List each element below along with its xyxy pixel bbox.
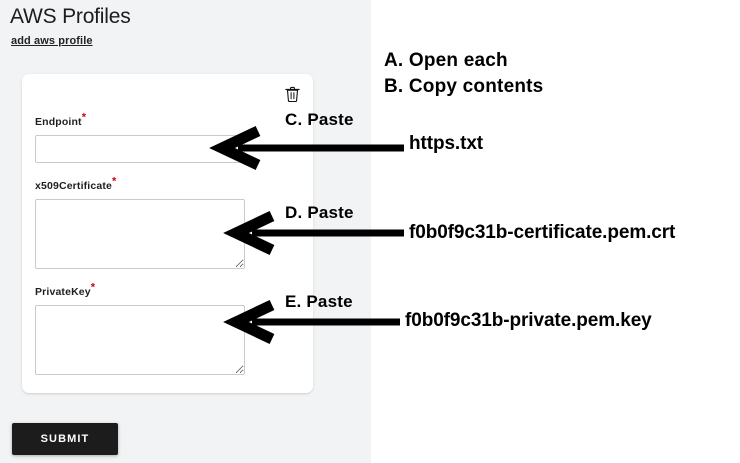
- annotation-file-privatekey: f0b0f9c31b-private.pem.key: [405, 310, 652, 331]
- add-aws-profile-link[interactable]: add aws profile: [11, 35, 93, 47]
- field-label-privatekey-text: PrivateKey: [35, 286, 91, 298]
- required-asterisk: *: [111, 175, 117, 188]
- annotation-file-https: https.txt: [409, 133, 484, 154]
- aws-profiles-panel: AWS Profiles add aws profile Endpoint*: [0, 0, 371, 463]
- field-label-x509certificate: x509Certificate*: [35, 176, 245, 193]
- field-label-x509certificate-text: x509Certificate: [35, 180, 112, 192]
- privatekey-textarea[interactable]: [35, 305, 245, 375]
- page-title: AWS Profiles: [10, 5, 131, 28]
- field-group-x509certificate: x509Certificate*: [35, 176, 245, 269]
- required-asterisk: *: [90, 281, 96, 294]
- field-label-endpoint-text: Endpoint: [35, 116, 82, 128]
- field-label-privatekey: PrivateKey*: [35, 282, 245, 299]
- annotation-step-a: A. Open each: [384, 50, 508, 71]
- endpoint-input[interactable]: [35, 135, 245, 163]
- required-asterisk: *: [81, 111, 87, 124]
- trash-icon: [284, 86, 300, 105]
- delete-profile-button[interactable]: [283, 86, 301, 104]
- annotation-step-b: B. Copy contents: [384, 76, 544, 97]
- x509certificate-textarea[interactable]: [35, 199, 245, 269]
- field-label-endpoint: Endpoint*: [35, 112, 245, 129]
- annotation-file-certificate: f0b0f9c31b-certificate.pem.crt: [409, 222, 676, 243]
- aws-profile-card: Endpoint* x509Certificate* PrivateKey*: [22, 74, 313, 393]
- field-group-privatekey: PrivateKey*: [35, 282, 245, 375]
- field-group-endpoint: Endpoint*: [35, 112, 245, 163]
- submit-button[interactable]: SUBMIT: [12, 423, 118, 455]
